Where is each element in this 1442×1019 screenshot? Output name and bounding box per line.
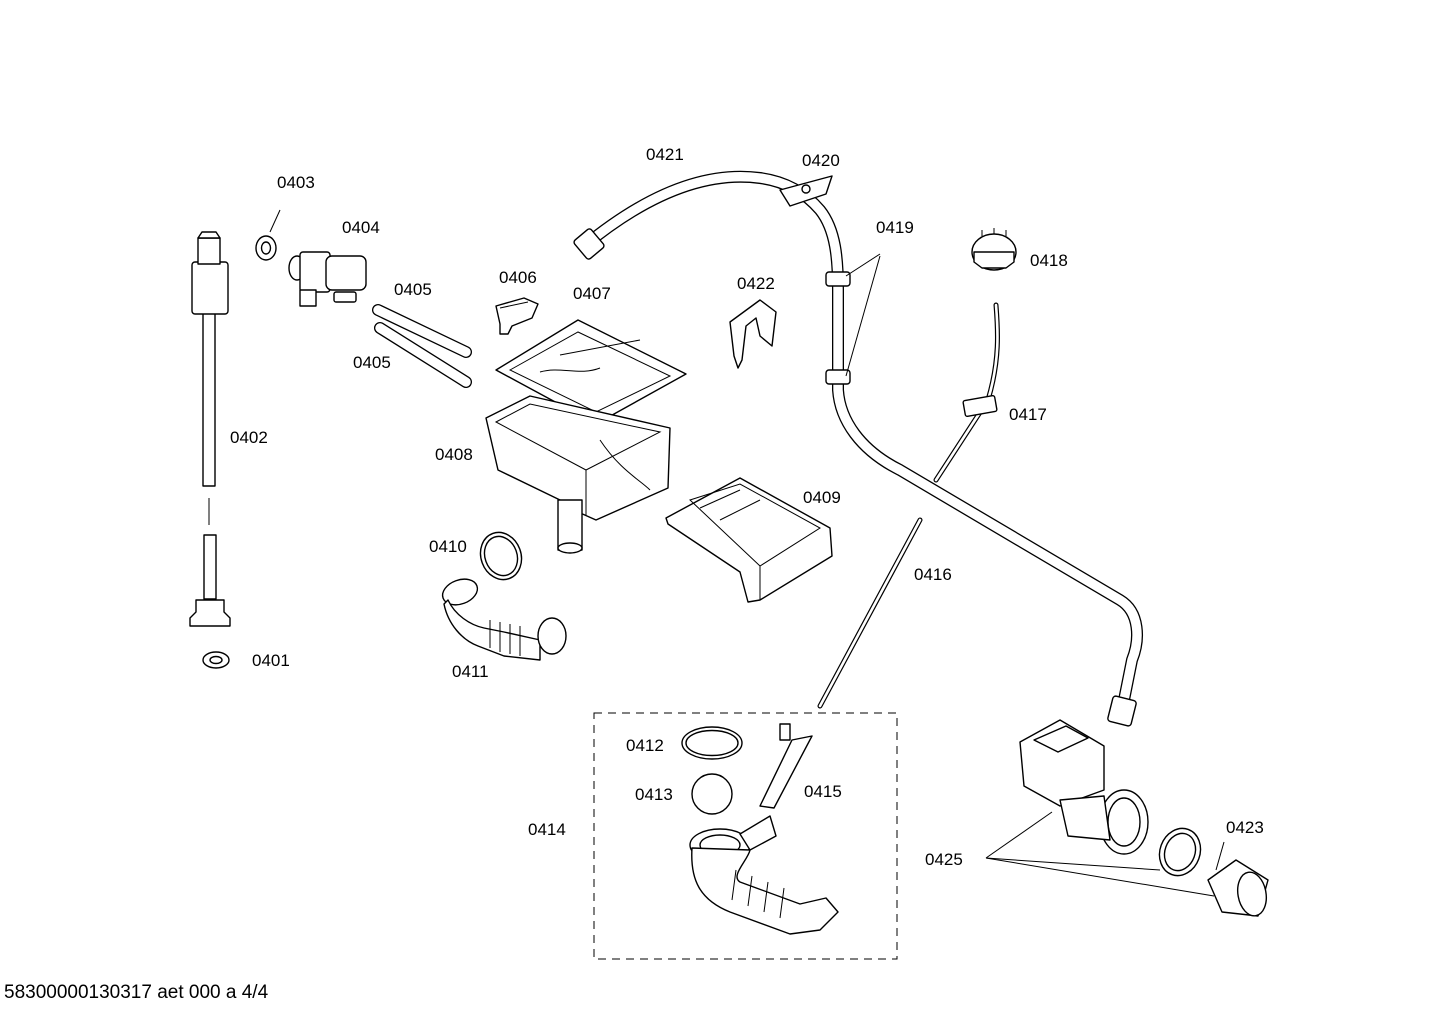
label-0420: 0420 — [802, 151, 840, 170]
part-0419-hose-clips — [825, 253, 881, 385]
label-0403: 0403 — [277, 173, 315, 192]
label-0419: 0419 — [876, 218, 914, 237]
label-0410: 0410 — [429, 537, 467, 556]
label-0417: 0417 — [1009, 405, 1047, 424]
label-0422: 0422 — [737, 274, 775, 293]
part-0405-tubes — [372, 304, 472, 388]
part-0423-filter-seal — [1158, 827, 1269, 917]
label-0411: 0411 — [452, 662, 489, 681]
label-0414: 0414 — [528, 820, 566, 839]
part-0422-holder — [729, 299, 777, 369]
label-0404: 0404 — [342, 218, 380, 237]
label-0423: 0423 — [1226, 818, 1264, 837]
label-0405b: 0405 — [353, 353, 391, 372]
part-0414-group-box — [593, 712, 898, 960]
label-0418: 0418 — [1030, 251, 1068, 270]
part-0401-washer — [202, 651, 230, 669]
part-0421-drain-hose — [573, 170, 1143, 727]
label-0421: 0421 — [646, 145, 684, 164]
part-0411-bellows-hose — [441, 578, 567, 661]
label-0409: 0409 — [803, 488, 841, 507]
part-0410-o-ring — [479, 531, 523, 581]
label-0401: 0401 — [252, 651, 290, 670]
part-0417-tube-clamp — [962, 302, 1001, 418]
part-0420-hose-bracket — [779, 175, 833, 207]
part-0404-solenoid-valve — [288, 251, 367, 307]
label-0408: 0408 — [435, 445, 473, 464]
part-0402-inlet-hose — [189, 231, 231, 627]
label-0402: 0402 — [230, 428, 268, 447]
label-0415: 0415 — [804, 782, 842, 801]
part-0412-ring — [681, 726, 743, 760]
label-0416: 0416 — [914, 565, 952, 584]
document-footer-id: 58300000130317 aet 000 a 4/4 — [4, 982, 269, 1003]
part-0409-detergent-drawer — [665, 477, 833, 603]
part-0408-dispenser-housing — [485, 395, 671, 554]
part-0414-sump-hose — [689, 815, 839, 935]
part-0415-pressure-chamber — [759, 723, 813, 809]
part-0418-pressure-switch — [971, 228, 1017, 271]
part-0413-ball — [691, 773, 733, 815]
label-0407: 0407 — [573, 284, 611, 303]
label-0425: 0425 — [925, 850, 963, 869]
label-0412: 0412 — [626, 736, 664, 755]
label-0405a: 0405 — [394, 280, 432, 299]
part-0403-seal — [255, 209, 281, 261]
label-0406: 0406 — [499, 268, 537, 287]
part-0416-pressure-tube — [817, 397, 991, 709]
label-0413: 0413 — [635, 785, 673, 804]
part-0425-drain-pump — [985, 719, 1215, 897]
part-0406-clip — [495, 297, 539, 335]
